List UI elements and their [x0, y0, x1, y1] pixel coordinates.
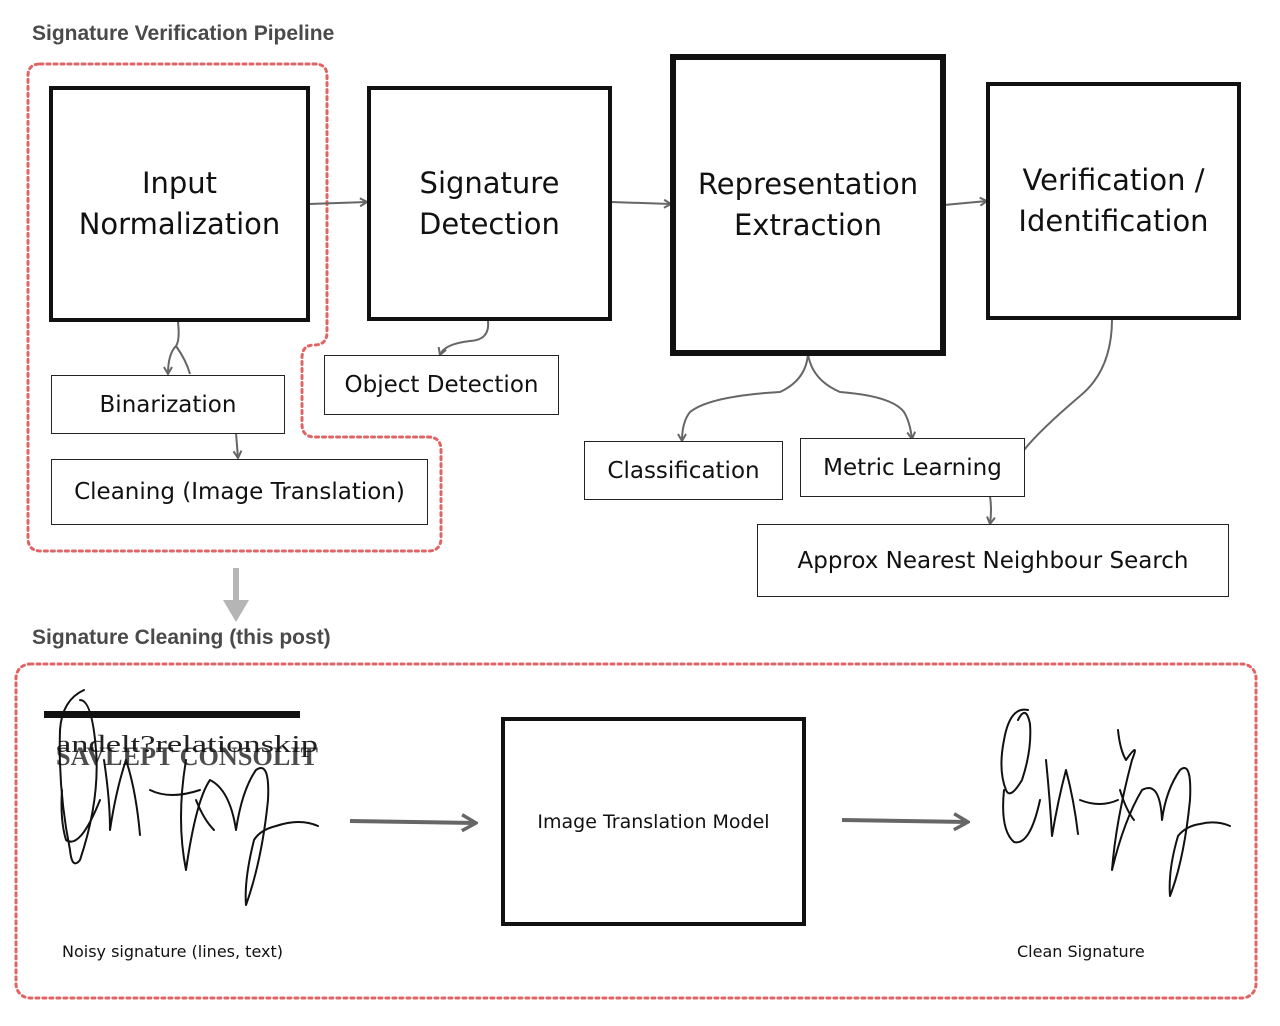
arrow-verification-to-ann [1023, 318, 1113, 451]
noisy-signature-strokes [58, 689, 319, 906]
noise-text-1: andelt?relationskip [56, 732, 318, 758]
arrow-model-to-clean [841, 820, 968, 822]
pipeline-title: Signature Verification Pipeline [32, 22, 335, 45]
arrow-normalization-to-detection [308, 202, 367, 204]
image-translation-model-box: Image Translation Model [501, 717, 806, 926]
arrow-representation-to-verification [943, 201, 987, 205]
stage-label-line2: Normalization [78, 207, 281, 241]
noise-text-2: SAVLEPT CONSOLIT [56, 742, 318, 771]
noise-horizontal-line [44, 711, 300, 718]
substep-ann-search: Approx Nearest Neighbour Search [757, 524, 1229, 597]
substep-classification: Classification [584, 441, 783, 500]
clean-signature-caption: Clean Signature [1017, 942, 1145, 961]
substep-metric-learning: Metric Learning [800, 438, 1025, 497]
substep-binarization: Binarization [51, 375, 285, 434]
arrow-noisy-to-model [349, 821, 476, 823]
stage-label-line1: Input [141, 166, 218, 200]
clean-signature-strokes [1000, 708, 1231, 897]
stage-label-line1: Verification / [1022, 163, 1205, 197]
stage-label-line1: Signature [419, 165, 560, 200]
stage-label-line2: Identification [1018, 204, 1209, 238]
stage-verification-identification: Verification / Identification [986, 82, 1241, 320]
arrow-to-classification [682, 353, 809, 441]
stage-label-line1: Representation [697, 167, 919, 201]
arrow-to-object-detection [440, 320, 490, 355]
arrow-to-ann-search [990, 495, 991, 524]
substep-cleaning: Cleaning (Image Translation) [51, 459, 428, 525]
arrow-to-metric-learning [807, 353, 912, 439]
stage-label-line2: Detection [419, 206, 560, 241]
cleaning-section-title: Signature Cleaning (this post) [32, 626, 331, 649]
arrow-detection-to-representation [610, 202, 671, 204]
normalization-highlight-outline [26, 62, 443, 553]
cleaning-highlight-outline [14, 662, 1258, 1000]
stage-label-line2: Extraction [733, 208, 883, 242]
noisy-signature-caption: Noisy signature (lines, text) [62, 942, 283, 961]
substep-object-detection: Object Detection [324, 355, 559, 415]
arrow-to-cleaning [236, 432, 238, 458]
